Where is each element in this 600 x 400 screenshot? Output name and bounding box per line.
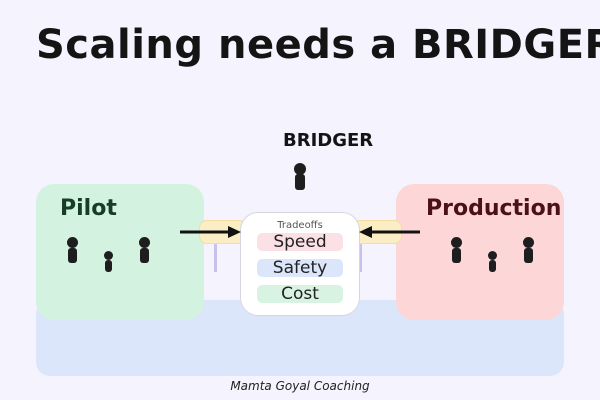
pilot-person-icon [66, 237, 78, 265]
pilot-person-icon [138, 237, 150, 265]
bridger-label: BRIDGER [283, 130, 374, 151]
bridge-post-right [359, 244, 362, 272]
pilot-box: Pilot [36, 184, 204, 320]
production-person-icon [487, 251, 497, 273]
diagram-title: Scaling needs a BRIDGER [36, 22, 600, 68]
credit-text: Mamta Goyal Coaching [230, 379, 370, 393]
production-person-icon [450, 237, 462, 265]
tradeoffs-heading: Tradeoffs [277, 220, 323, 231]
pilot-person-icon [103, 251, 113, 273]
production-person-icon [522, 237, 534, 265]
tradeoff-safety: Safety [257, 259, 343, 277]
tradeoff-cost: Cost [257, 285, 343, 303]
arrow-pilot-to-tradeoffs [180, 226, 241, 238]
arrow-production-to-tradeoffs [359, 226, 420, 238]
tradeoffs-box: Tradeoffs Speed Safety Cost [240, 212, 360, 316]
tradeoff-speed: Speed [257, 233, 343, 251]
bridger-person-icon [293, 163, 307, 193]
production-box: Production [396, 184, 564, 320]
bridge-post-left [214, 244, 217, 272]
pilot-label: Pilot [60, 196, 117, 221]
production-label: Production [426, 196, 562, 221]
